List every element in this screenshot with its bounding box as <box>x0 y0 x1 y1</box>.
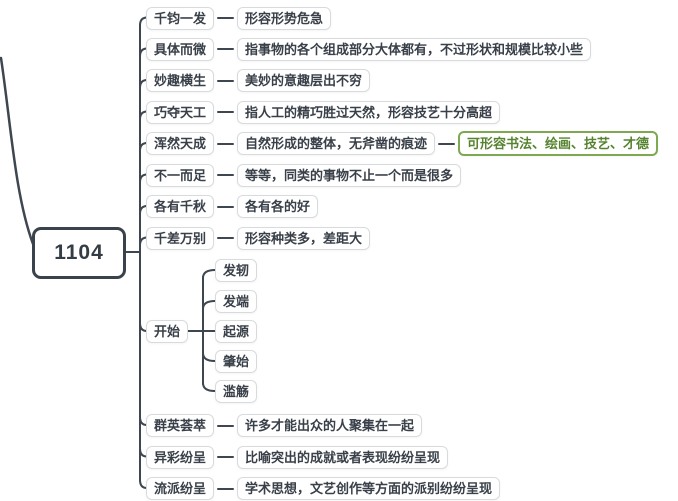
connector-dash <box>217 17 235 19</box>
branch-row: 各有千秋 各有各的好 <box>146 195 319 219</box>
topic-node[interactable]: 不一而足 <box>146 163 215 187</box>
connector-dash <box>217 111 235 113</box>
definition-node[interactable]: 自然形成的整体，无斧凿的痕迹 <box>237 132 436 155</box>
branch-row: 浑然天成 自然形成的整体，无斧凿的痕迹 可形容书法、绘画、技艺、才德 <box>146 131 659 156</box>
definition-node[interactable]: 指人工的精巧胜过天然，形容技艺十分高超 <box>237 100 501 124</box>
branch-curve <box>139 205 148 215</box>
connector-dash <box>217 142 235 145</box>
subtopic-row: 肇始 <box>215 350 258 374</box>
definition-node[interactable]: 形容种类多，差距大 <box>237 226 371 250</box>
definition-node[interactable]: 许多才能出众的人聚集在一起 <box>237 414 423 437</box>
branch-row: 异彩纷呈 比喻突出的成就或者表现纷纷呈现 <box>146 445 449 469</box>
branch-curve <box>139 416 148 426</box>
topic-node[interactable]: 千钧一发 <box>146 6 215 30</box>
root-node[interactable]: 1104 <box>32 227 126 279</box>
definition-node[interactable]: 比喻突出的成就或者表现纷纷呈现 <box>237 445 449 469</box>
topic-node[interactable]: 巧夺天工 <box>146 100 215 124</box>
subtopic-node[interactable]: 发端 <box>215 290 258 313</box>
branch-row: 妙趣横生 美妙的意趣层出不穷 <box>146 69 371 93</box>
connector-dash <box>217 424 235 427</box>
topic-node[interactable]: 具体而微 <box>146 37 215 61</box>
subtopic-node[interactable]: 滥觞 <box>215 380 258 403</box>
connector-dash <box>217 456 235 458</box>
branch-row: 开始 <box>146 320 189 344</box>
topic-node[interactable]: 异彩纷呈 <box>146 445 215 469</box>
branch-row: 流派纷呈 学术思想，文艺创作等方面的派别纷纷呈现 <box>146 477 501 501</box>
definition-node[interactable]: 各有各的好 <box>237 195 319 218</box>
connector-dash <box>217 205 235 208</box>
branch-curve <box>139 16 148 27</box>
branch-row: 巧夺天工 指人工的精巧胜过天然，形容技艺十分高超 <box>146 100 501 124</box>
subtopic-row: 起源 <box>215 320 258 344</box>
subtopic-row: 滥觞 <box>215 380 258 404</box>
branch-curve <box>139 447 148 458</box>
branch-curve <box>139 236 148 247</box>
branch-row: 群英荟萃 许多才能出众的人聚集在一起 <box>146 414 423 438</box>
topic-node[interactable]: 群英荟萃 <box>146 414 215 437</box>
branch-curve <box>139 322 148 332</box>
branch-row: 千钧一发 形容形势危急 <box>146 6 332 30</box>
subtopic-node[interactable]: 肇始 <box>215 350 258 373</box>
branch-curve <box>139 79 148 89</box>
connector-dash <box>217 79 235 82</box>
topic-node[interactable]: 流派纷呈 <box>146 477 215 500</box>
subtopic-row: 发轫 <box>215 259 258 283</box>
connector-dash <box>217 487 235 490</box>
branch-row: 不一而足 等等，同类的事物不止一个而是很多 <box>146 163 462 187</box>
connector-dash <box>217 174 235 176</box>
branch-curve <box>139 47 148 58</box>
definition-node[interactable]: 形容形势危急 <box>237 6 332 30</box>
branch-curve <box>139 479 148 489</box>
definition-node[interactable]: 学术思想，文艺创作等方面的派别纷纷呈现 <box>237 477 501 500</box>
branch-curve <box>139 142 148 152</box>
connector-dash <box>217 48 235 50</box>
branch-curve <box>202 352 216 362</box>
connector-dash <box>438 142 456 145</box>
branch-curve <box>202 300 216 310</box>
definition-node[interactable]: 等等，同类的事物不止一个而是很多 <box>237 163 462 187</box>
branch-curve <box>139 110 148 121</box>
branch-curve <box>202 382 216 392</box>
branch-curve <box>202 269 216 279</box>
branch-row: 具体而微 指事物的各个组成部分大体都有，不过形状和规模比较小些 <box>146 37 592 61</box>
subtopic-row: 发端 <box>215 290 258 314</box>
parent-link-curve <box>0 56 35 246</box>
topic-node[interactable]: 各有千秋 <box>146 195 215 218</box>
note-node[interactable]: 可形容书法、绘画、技艺、才德 <box>458 131 659 156</box>
subtopic-node[interactable]: 起源 <box>215 320 258 343</box>
branch-curve <box>139 173 148 184</box>
definition-node[interactable]: 指事物的各个组成部分大体都有，不过形状和规模比较小些 <box>237 37 592 61</box>
topic-node[interactable]: 开始 <box>146 320 189 343</box>
connector-dash <box>217 237 235 239</box>
branch-row: 千差万别 形容种类多，差距大 <box>146 226 371 250</box>
subtopic-node[interactable]: 发轫 <box>215 259 258 282</box>
topic-node[interactable]: 千差万别 <box>146 226 215 250</box>
topic-node[interactable]: 妙趣横生 <box>146 69 215 92</box>
definition-node[interactable]: 美妙的意趣层出不穷 <box>237 69 371 92</box>
topic-node[interactable]: 浑然天成 <box>146 132 215 155</box>
